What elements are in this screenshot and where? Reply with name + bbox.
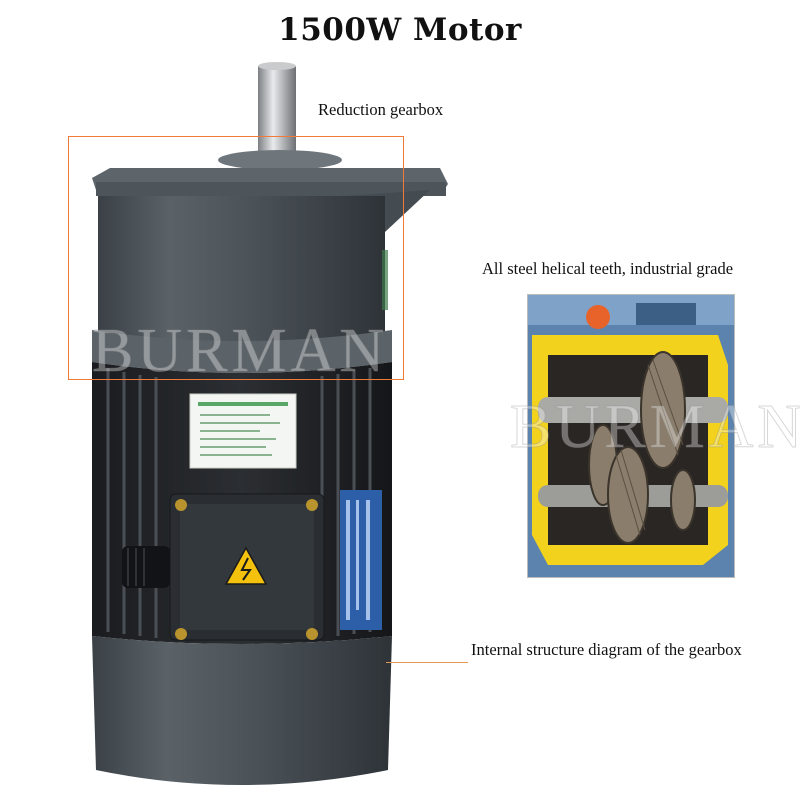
helical-teeth-label: All steel helical teeth, industrial grad… xyxy=(482,259,734,278)
page-title: 1500W Motor xyxy=(278,12,522,48)
internal-structure-leader-line xyxy=(386,662,468,663)
reduction-gearbox-label: Reduction gearbox xyxy=(318,100,444,119)
output-shaft xyxy=(258,66,296,162)
internal-structure-label: Internal structure diagram of the gearbo… xyxy=(471,640,742,659)
gearbox-cutaway-image xyxy=(527,294,735,578)
warning-icon xyxy=(224,546,268,585)
gearbox-callout-box xyxy=(68,136,404,380)
